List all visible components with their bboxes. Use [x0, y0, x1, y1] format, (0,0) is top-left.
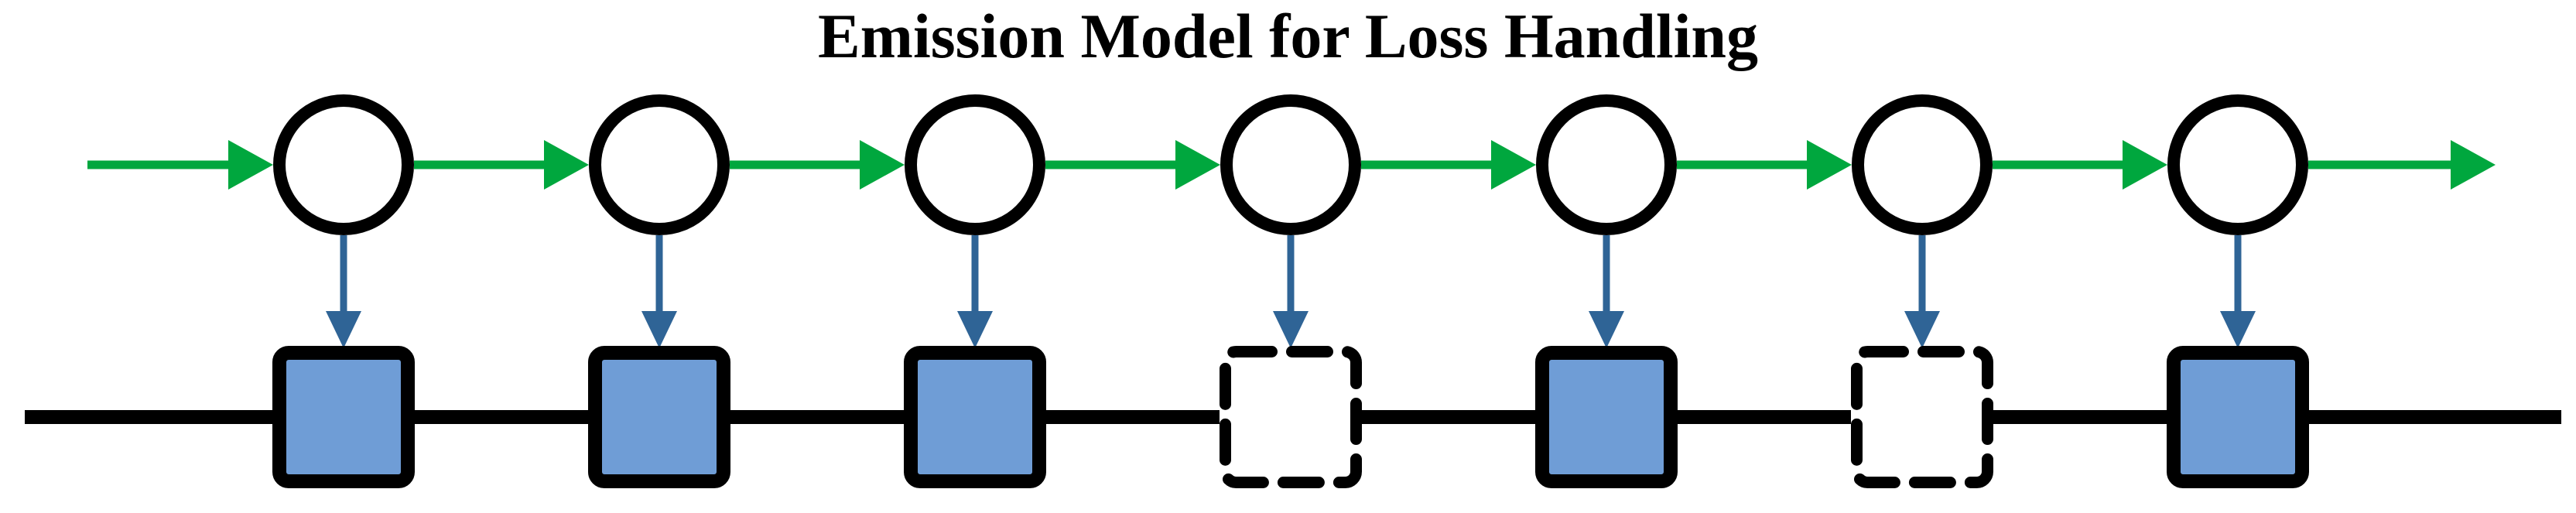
observation-box-lost: [1220, 346, 1362, 488]
diagram-title: Emission Model for Loss Handling: [817, 1, 1759, 71]
transition-arrowhead: [228, 140, 273, 190]
hidden-state-node: [589, 94, 730, 235]
emission-arrowhead: [1589, 311, 1624, 348]
hidden-state-node: [2167, 94, 2308, 235]
observation-box-observed: [588, 346, 730, 488]
hidden-state-node: [1536, 94, 1677, 235]
emission-arrowhead: [1273, 311, 1309, 348]
hidden-state-node: [273, 94, 414, 235]
emission-arrowhead: [1904, 311, 1940, 348]
transition-arrowhead: [544, 140, 589, 190]
emission-arrowhead: [2220, 311, 2256, 348]
transition-arrowhead: [1807, 140, 1852, 190]
observation-box-observed: [904, 346, 1046, 488]
transition-arrowhead: [2451, 140, 2496, 190]
hidden-state-node: [905, 94, 1045, 235]
observation-box-observed: [2167, 346, 2309, 488]
transition-arrowhead: [1175, 140, 1220, 190]
transition-arrowhead: [2123, 140, 2167, 190]
emission-arrowhead: [957, 311, 993, 348]
observation-box-observed: [1535, 346, 1678, 488]
observation-box-lost: [1851, 346, 1993, 488]
transition-arrowhead: [1491, 140, 1536, 190]
hidden-state-node: [1852, 94, 1993, 235]
emission-arrowhead: [641, 311, 677, 348]
observation-box-observed: [272, 346, 415, 488]
emission-arrowhead: [326, 311, 361, 348]
transition-arrowhead: [860, 140, 905, 190]
hidden-state-node: [1220, 94, 1361, 235]
